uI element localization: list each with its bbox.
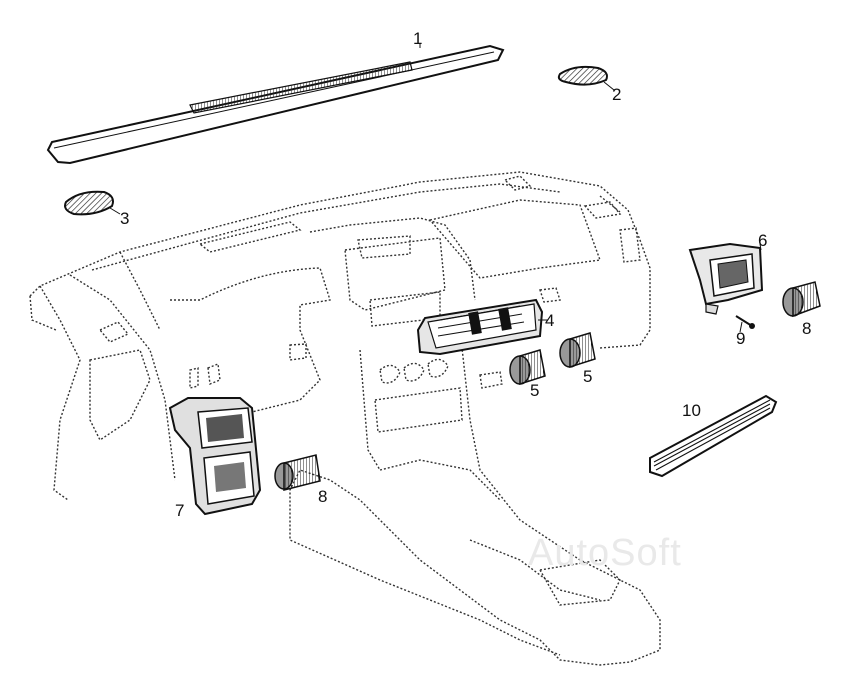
- dashboard-outline: [29, 171, 661, 666]
- callout-5-left: 5: [530, 381, 540, 400]
- part-8-vent-knob-right: [782, 281, 821, 318]
- callout-3: 3: [120, 209, 130, 228]
- watermark-text: AutoSoft: [528, 532, 682, 574]
- part-7-left-vent-housing: [168, 397, 262, 516]
- part-6-right-vent-housing: [688, 242, 764, 315]
- part-4-center-vent-assembly: [416, 298, 544, 356]
- callout-5-right: 5: [583, 367, 593, 386]
- part-3-speaker-grille-left: [64, 190, 114, 216]
- callout-7: 7: [175, 501, 185, 520]
- part-8-vent-knob-left: [274, 454, 321, 491]
- part-9-screw: [735, 315, 755, 329]
- part-5-vent-knobs: [509, 332, 596, 386]
- part-10-trim-strip: [649, 394, 778, 478]
- leader-lines: [109, 44, 762, 333]
- part-2-speaker-grille-right: [557, 65, 608, 86]
- callout-6: 6: [758, 231, 768, 250]
- callout-4: 4: [545, 311, 555, 330]
- part-1-top-trim-panel: [46, 44, 505, 165]
- callout-8-left: 8: [318, 487, 328, 506]
- callout-8-right: 8: [802, 319, 812, 338]
- callout-10: 10: [682, 401, 701, 420]
- vent-knob-left: [509, 349, 546, 386]
- callout-2: 2: [612, 85, 622, 104]
- callout-1: 1: [413, 29, 423, 48]
- callout-9: 9: [736, 329, 746, 348]
- vent-knob-right: [559, 332, 596, 369]
